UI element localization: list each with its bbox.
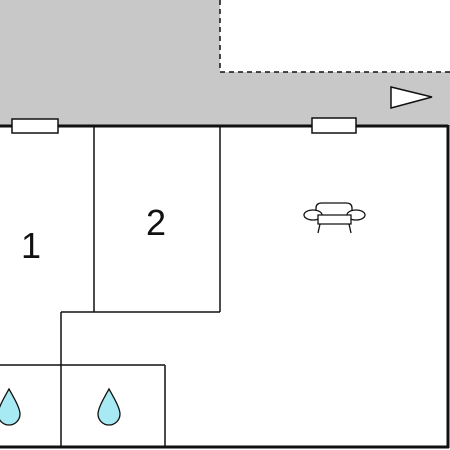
room-label-1: 1 <box>21 225 41 266</box>
water-drop-icon <box>0 387 21 426</box>
sofa-icon <box>303 202 366 234</box>
entrance-arrow-icon <box>390 86 433 109</box>
window-right <box>311 117 357 134</box>
terrace-boundary-dashed <box>219 0 450 73</box>
water-drop-icon <box>97 387 121 426</box>
window-left <box>11 118 59 134</box>
terrace-area <box>0 0 450 126</box>
room-label-2: 2 <box>146 202 166 243</box>
